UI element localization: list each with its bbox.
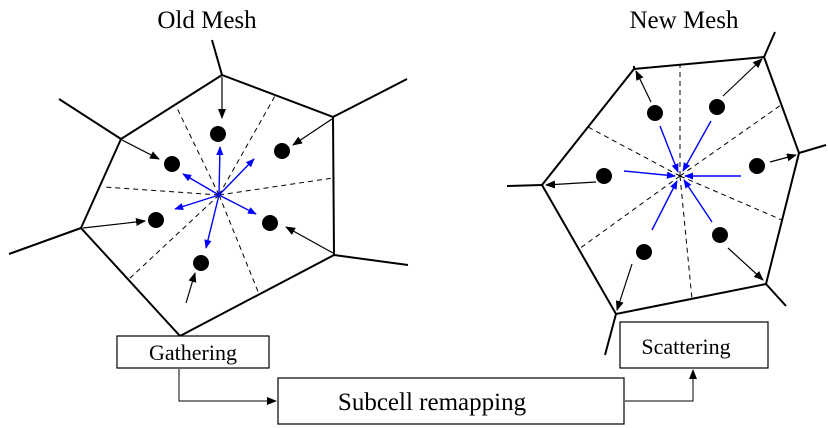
new-centroid [636, 244, 652, 260]
old-centroid [164, 156, 180, 172]
old-mesh [8, 39, 409, 344]
new-mesh-scatter-arrows [545, 58, 797, 311]
new-centroid [712, 227, 728, 243]
old-centroid [210, 126, 226, 142]
gathering-box: Gathering [116, 335, 270, 369]
old-mesh-title: Old Mesh [157, 7, 257, 34]
scattering-box: Scattering [619, 321, 769, 369]
old-centroid [193, 255, 209, 271]
new-centroid [596, 168, 612, 184]
flow-connectors [178, 369, 697, 405]
new-centroid [647, 105, 663, 121]
gathering-label: Gathering [149, 340, 237, 365]
new-mesh-subcell-dividers [578, 64, 783, 300]
old-mesh-gather-arrows [82, 77, 334, 304]
new-centroid [749, 158, 765, 174]
old-mesh-cell [79, 73, 336, 338]
old-centroid [148, 212, 164, 228]
subcell-remapping-label: Subcell remapping [338, 389, 527, 416]
new-mesh-title: New Mesh [629, 7, 739, 34]
old-mesh-centroids [148, 126, 290, 271]
subcell-remapping-box: Subcell remapping [277, 377, 625, 425]
new-mesh [506, 31, 827, 356]
scattering-label: Scattering [641, 334, 730, 359]
old-centroid [262, 215, 278, 231]
old-mesh-outer-edges [8, 39, 409, 344]
new-mesh-cell [540, 55, 801, 316]
new-mesh-vectors [623, 120, 741, 231]
old-mesh-subcell-dividers [103, 95, 334, 295]
remap-to-scattering-connector [625, 369, 697, 402]
gathering-to-remap-connector [178, 369, 277, 405]
old-mesh-vectors [174, 146, 257, 249]
old-centroid [274, 143, 290, 159]
new-centroid [709, 99, 725, 115]
new-mesh-centroids [596, 99, 765, 260]
new-mesh-outer-edges [506, 31, 827, 356]
